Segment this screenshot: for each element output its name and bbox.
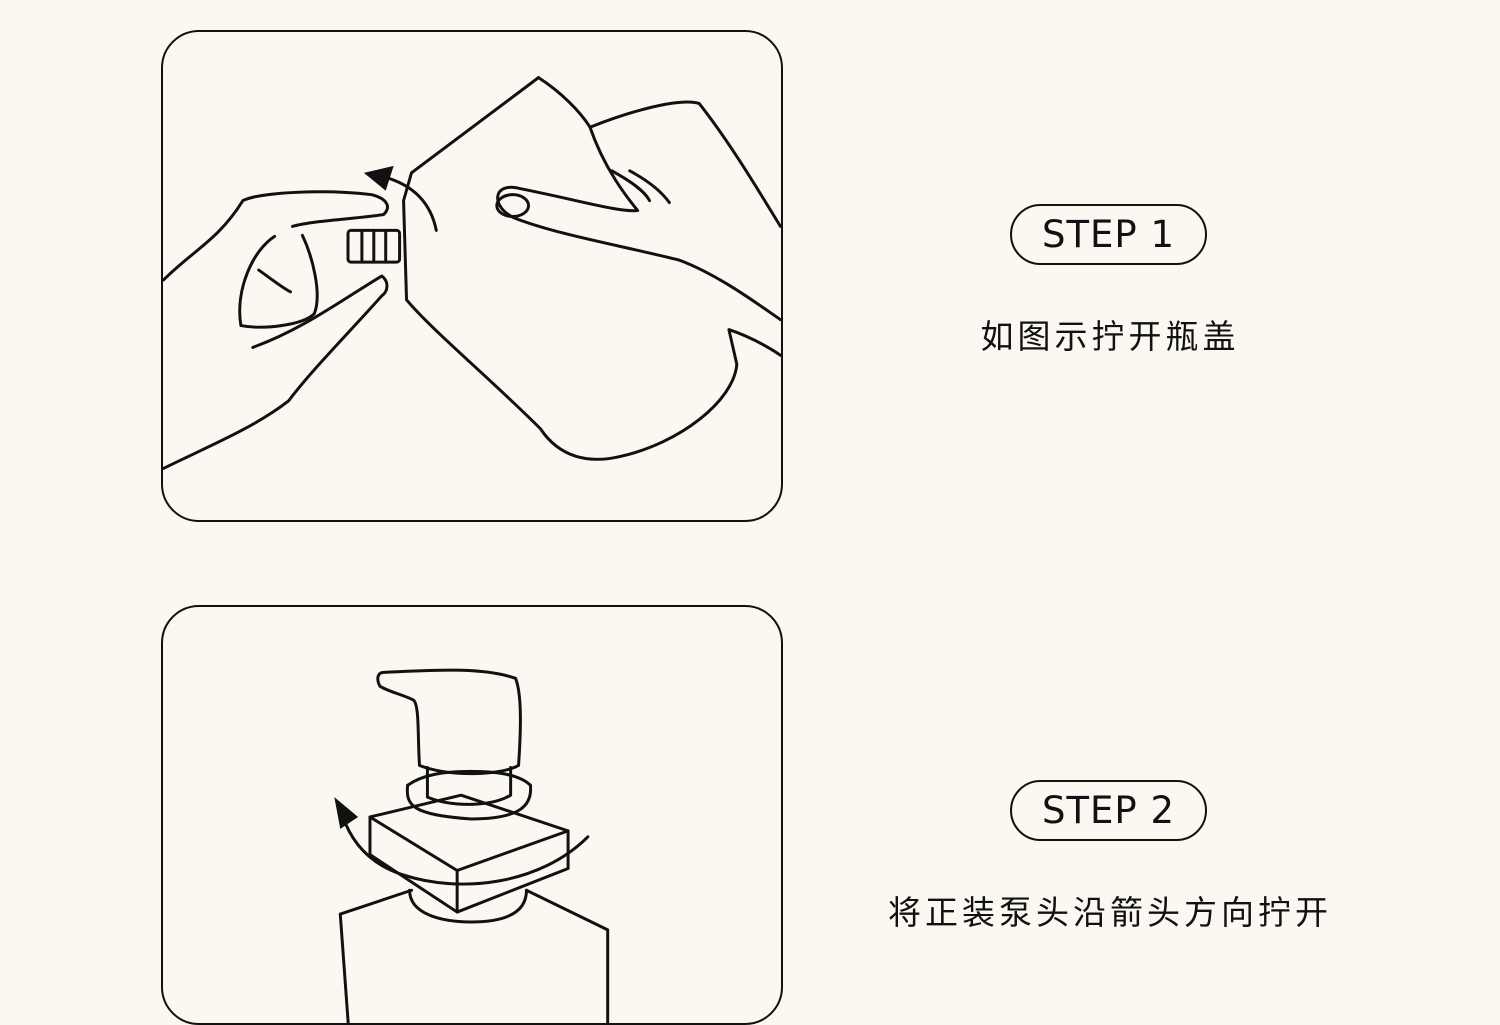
step-2-badge: STEP 2 bbox=[1010, 780, 1207, 841]
step-1-description: 如图示拧开瓶盖 bbox=[980, 317, 1240, 356]
step-2-description: 将正装泵头沿箭头方向拧开 bbox=[888, 893, 1332, 932]
step-1-badge: STEP 1 bbox=[1010, 204, 1207, 265]
hands-twisting-bottle-cap-icon bbox=[163, 76, 781, 470]
step-1-illustration-panel bbox=[161, 30, 783, 522]
pump-head-rotate-icon bbox=[334, 668, 610, 1023]
step-2-illustration-panel bbox=[161, 605, 783, 1025]
